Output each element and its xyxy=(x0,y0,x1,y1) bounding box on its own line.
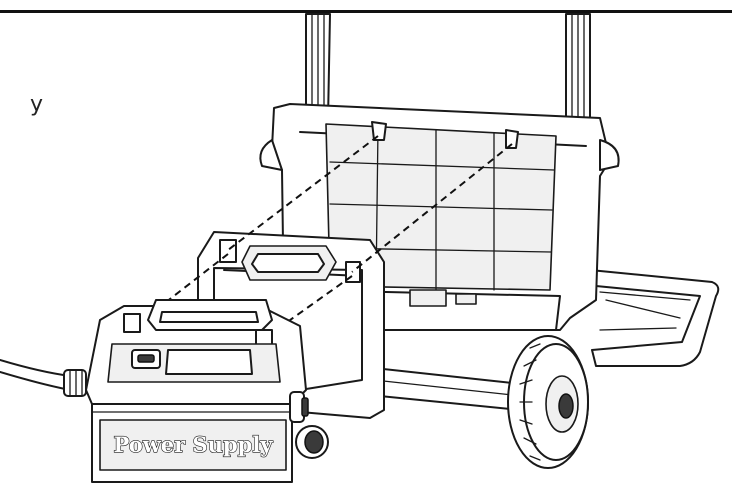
power-supply-label: Power Supply xyxy=(113,432,273,457)
top-rule xyxy=(0,10,732,13)
power-cable xyxy=(0,359,87,397)
alignment-dashed-lines xyxy=(129,135,513,341)
power-supply-unit: Power Supply xyxy=(85,299,329,483)
cart-base-platform xyxy=(589,269,720,367)
cropped-caption-text: y xyxy=(30,92,44,117)
right-wheel xyxy=(507,335,589,469)
